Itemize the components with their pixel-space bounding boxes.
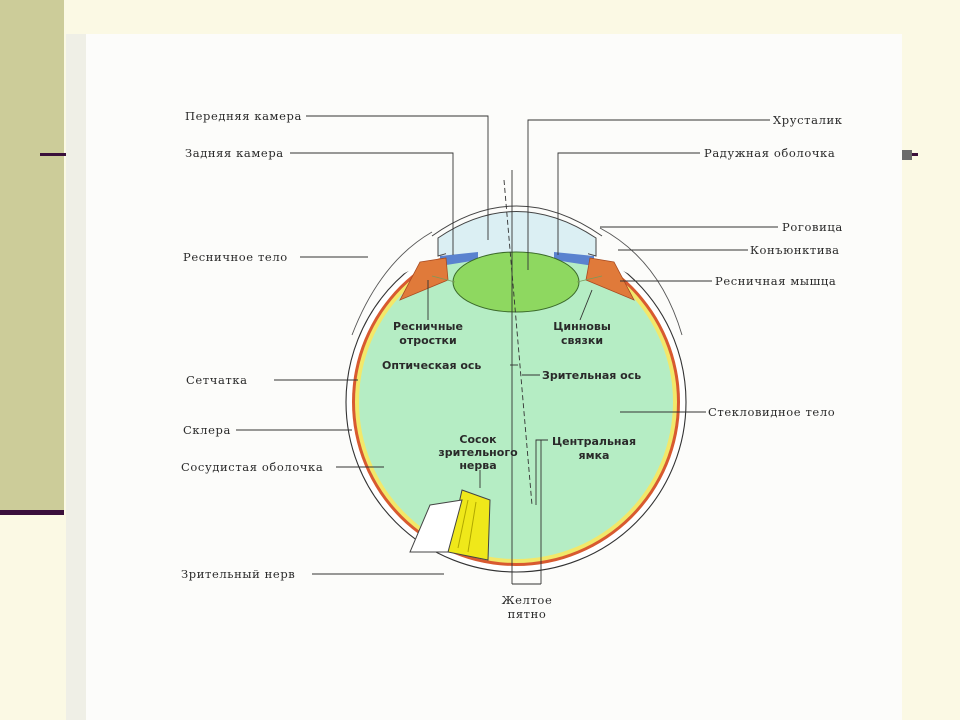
label-lens: Хрусталик [773, 113, 843, 127]
label-fovea-2: ямка [579, 449, 610, 462]
label-fovea-1: Центральная [552, 435, 636, 448]
visual-axis-line [503, 179, 533, 506]
label-choroid: Сосудистая оболочка [181, 460, 323, 474]
nerve-fiber-1 [457, 499, 469, 549]
slide-title-line-left [40, 153, 66, 156]
nerve-fiber-2 [467, 501, 477, 553]
label-anterior-chamber: Передняя камера [185, 109, 302, 123]
label-ciliary-processes-1: Ресничные [393, 320, 463, 333]
cornea-outer-line [431, 205, 603, 237]
label-iris: Радужная оболочка [704, 146, 835, 160]
leader-lines [236, 115, 778, 575]
label-macula-1: Желтое [502, 593, 553, 607]
zinn-line-right [576, 275, 603, 283]
label-posterior-chamber: Задняя камера [185, 146, 284, 160]
label-zinn-ligaments-2: связки [561, 334, 603, 347]
label-conjunctiva: Конъюнктива [750, 243, 840, 257]
label-ciliary-muscle: Ресничная мышца [715, 274, 836, 288]
label-cornea: Роговица [782, 220, 843, 234]
label-ciliary-body: Ресничное тело [183, 250, 288, 264]
label-zinn-ligaments-1: Цинновы [553, 320, 611, 333]
vitreous-shape [359, 245, 673, 559]
label-optic-disc-3: нерва [459, 459, 496, 472]
lens-shape [452, 251, 580, 313]
iris-right [554, 252, 594, 266]
iris-left [440, 252, 478, 266]
eyeball [330, 170, 700, 585]
label-optical-axis: Оптическая ось [382, 359, 481, 372]
slide-title-marker [902, 150, 912, 160]
label-optic-disc-1: Сосок [459, 433, 497, 446]
scanned-page-shadow [66, 34, 86, 720]
conjunctiva-line-left [351, 231, 433, 336]
optic-nerve-sheath [409, 499, 463, 553]
label-ciliary-processes-2: отростки [399, 334, 456, 347]
label-visual-axis: Зрительная ось [542, 369, 641, 382]
label-vitreous-body: Стекловидное тело [708, 405, 835, 419]
anterior-chamber-shape [446, 236, 588, 262]
label-optic-disc-2: зрительного [438, 446, 518, 459]
sidebar-divider [0, 510, 64, 515]
ciliary-body-right [585, 257, 635, 301]
slide-sidebar [0, 0, 64, 510]
conjunctiva-line [599, 227, 683, 336]
zinn-line-left [431, 275, 456, 283]
label-macula-2: пятно [508, 607, 547, 621]
label-sclera: Склера [183, 423, 231, 437]
label-optic-nerve: Зрительный нерв [181, 567, 295, 581]
label-retina: Сетчатка [186, 373, 248, 387]
